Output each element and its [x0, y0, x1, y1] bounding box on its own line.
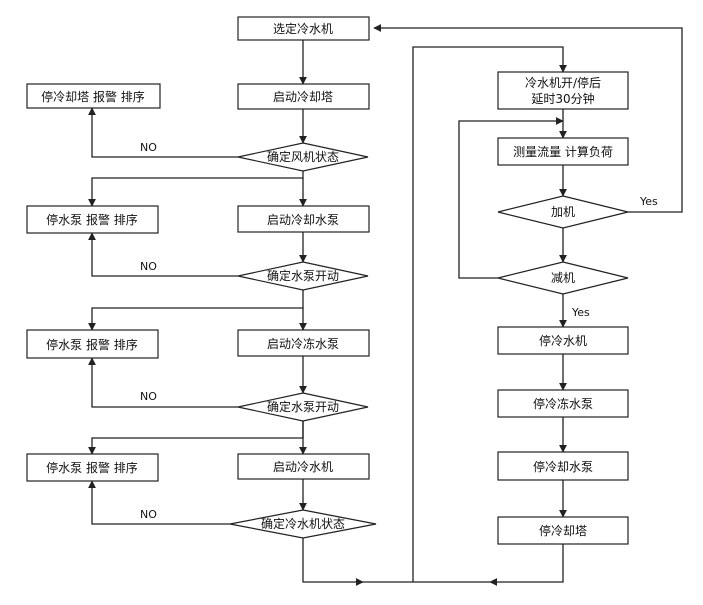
- node-stop-chiller: 停冷水机: [497, 326, 629, 355]
- decision-chiller-status: 确定冷水机状态: [229, 509, 377, 539]
- node-chiller-delay-line2: 延时30分钟: [531, 91, 594, 106]
- arrow-pump2-ok-branch: [88, 421, 304, 455]
- node-start-cooling-pump-text: 启动冷却水泵: [267, 213, 339, 227]
- decision-reduce-unit-text: 减机: [551, 271, 575, 285]
- node-stop-chilled-pump: 停冷冻水泵: [497, 389, 629, 418]
- label-no-chiller: NO: [140, 508, 157, 521]
- node-start-chiller: 启动冷水机: [237, 453, 370, 480]
- arrow-add-yes-to-select: [373, 24, 683, 213]
- decision-fan-status: 确定风机状态: [237, 142, 369, 172]
- node-stop-pump-alarm-3-text: 停水泵 报警 排序: [46, 460, 138, 475]
- decision-pump-running-2: 确定水泵开动: [237, 392, 369, 422]
- node-stop-pump-alarm-2-text: 停水泵 报警 排序: [46, 337, 138, 352]
- node-stop-pump-alarm-2: 停水泵 报警 排序: [26, 329, 159, 359]
- node-chiller-delay: 冷水机开/停后 延时30分钟: [497, 71, 629, 110]
- arrow-up-to-delay: [412, 46, 567, 582]
- node-measure-flow-load: 测量流量 计算负荷: [497, 137, 629, 166]
- node-stop-cooling-tower-alarm: 停冷却塔 报警 排序: [26, 83, 161, 109]
- node-select-chiller-text: 选定冷水机: [273, 21, 333, 36]
- node-start-cooling-tower-text: 启动冷却塔: [273, 90, 333, 104]
- arrow-pump1-no: [88, 232, 238, 277]
- arrow-stop-tower-return: [489, 544, 564, 586]
- arrow-reduce-no-loop: [458, 117, 564, 279]
- decision-pump-running-1: 确定水泵开动: [237, 261, 369, 291]
- node-stop-cooling-tower: 停冷却塔: [497, 516, 629, 545]
- node-select-chiller: 选定冷水机: [237, 16, 370, 41]
- node-measure-flow-load-text: 测量流量 计算负荷: [513, 144, 613, 159]
- node-start-chilled-pump-text: 启动冷冻水泵: [267, 336, 339, 351]
- left-column-connectors: [88, 40, 364, 586]
- label-yes-add: Yes: [639, 195, 658, 208]
- node-start-cooling-pump: 启动冷却水泵: [237, 205, 370, 233]
- node-start-chilled-pump: 启动冷冻水泵: [237, 329, 370, 357]
- arrow-chiller-no: [88, 480, 230, 525]
- arrow-pump1-ok-branch: [88, 290, 304, 331]
- arrow-pump2-no: [88, 357, 238, 408]
- decision-add-unit-text: 加机: [551, 205, 575, 219]
- decision-pump-running-1-text: 确定水泵开动: [267, 268, 339, 283]
- node-stop-pump-alarm-1: 停水泵 报警 排序: [26, 205, 159, 234]
- node-stop-cooling-tower-text: 停冷却塔: [539, 523, 587, 538]
- decision-fan-status-text: 确定风机状态: [267, 149, 339, 164]
- arrow-chiller-ok-bottom: [302, 538, 364, 586]
- label-no-fan: NO: [140, 141, 157, 154]
- decision-chiller-status-text: 确定冷水机状态: [261, 516, 345, 531]
- node-stop-cooling-tower-alarm-text: 停冷却塔 报警 排序: [41, 89, 145, 104]
- label-no-pump-1: NO: [140, 260, 157, 273]
- label-yes-reduce: Yes: [571, 306, 590, 319]
- arrow-fan-no: [88, 107, 238, 158]
- node-stop-pump-alarm-3: 停水泵 报警 排序: [26, 453, 159, 482]
- node-stop-chilled-pump-text: 停冷冻水泵: [533, 396, 593, 411]
- decision-reduce-unit: 减机: [497, 261, 629, 295]
- decision-pump-running-2-text: 确定水泵开动: [267, 399, 339, 414]
- right-column-connectors: [363, 24, 683, 586]
- node-stop-pump-alarm-1-text: 停水泵 报警 排序: [46, 212, 138, 227]
- node-start-chiller-text: 启动冷水机: [273, 460, 333, 474]
- arrow-fan-ok-branch: [88, 171, 304, 207]
- node-chiller-delay-line1: 冷水机开/停后: [525, 75, 601, 90]
- node-stop-cooling-pump: 停冷却水泵: [497, 451, 629, 481]
- node-start-cooling-tower: 启动冷却塔: [237, 83, 370, 110]
- decision-add-unit: 加机: [497, 195, 629, 229]
- node-stop-cooling-pump-text: 停冷却水泵: [533, 459, 593, 474]
- label-no-pump-2: NO: [140, 390, 157, 403]
- node-stop-chiller-text: 停冷水机: [539, 333, 587, 348]
